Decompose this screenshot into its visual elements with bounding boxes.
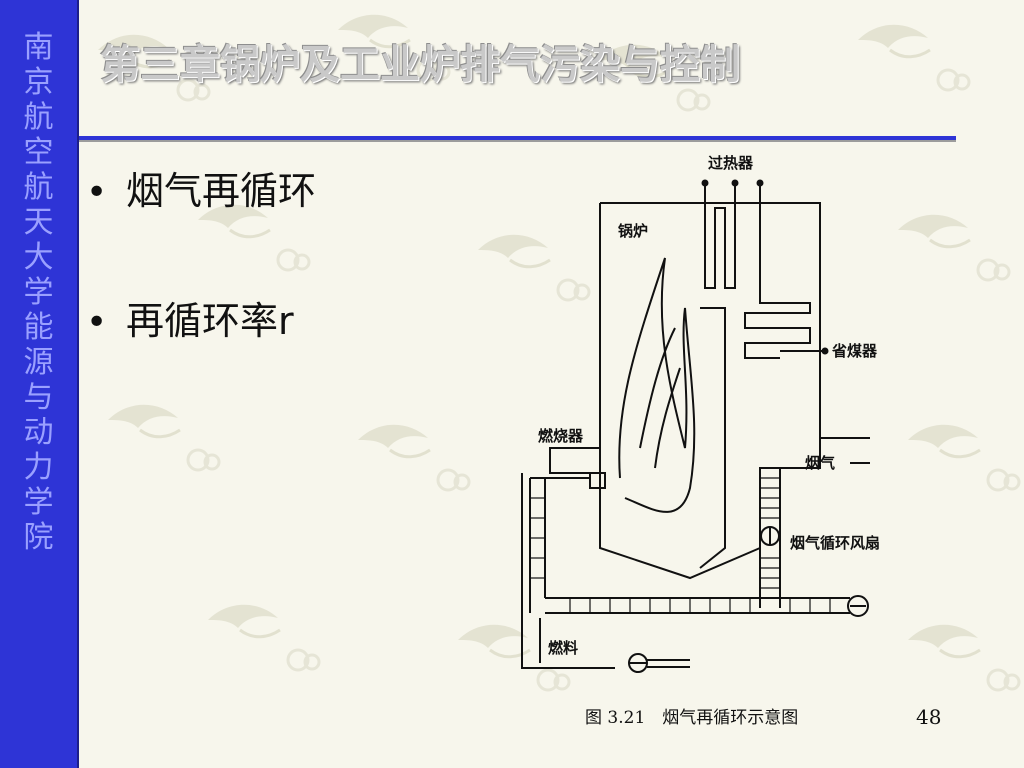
burner-body	[549, 447, 601, 474]
flame	[618, 257, 696, 513]
bullet-item: • 再循环率r	[86, 290, 316, 350]
figure-caption: 图 3.21 烟气再循环示意图	[585, 708, 799, 728]
recirc-fan	[760, 526, 780, 546]
bullet-dot-icon: •	[86, 172, 108, 213]
recirculation-diagram: 过热器 锅炉 省煤器 燃烧器 烟气 烟气循环风扇 燃料	[521, 154, 880, 673]
boiler-top	[600, 202, 821, 438]
fuel-pump	[628, 653, 648, 673]
page-number: 48	[916, 705, 942, 729]
institution-name: 南京航空航天大学能源与动力学院	[23, 30, 54, 555]
sidebar: 南京航空航天大学能源与动力学院	[0, 0, 79, 768]
label-fuel: 燃料	[548, 639, 578, 657]
bullet-suffix: r	[278, 299, 294, 343]
bullet-dot-icon: •	[86, 302, 108, 343]
label-flue-gas: 烟气	[805, 454, 835, 472]
air-fan	[847, 595, 869, 617]
bullet-list: • 烟气再循环 • 再循环率r	[86, 160, 316, 420]
label-recirc-fan: 烟气循环风扇	[790, 534, 880, 552]
bullet-text: 再循环率	[126, 299, 279, 343]
recirc-duct-vertical	[759, 468, 781, 608]
bullet-text: 烟气再循环	[126, 169, 317, 213]
label-superheater: 过热器	[708, 154, 754, 172]
air-duct-bottom	[545, 597, 850, 614]
bullet-item: • 烟气再循环	[86, 160, 316, 220]
label-boiler: 锅炉	[618, 222, 648, 240]
fuel-line	[521, 473, 615, 669]
label-burner: 燃烧器	[538, 427, 584, 445]
slide-title: 第三章锅炉及工业炉排气污染与控制	[100, 42, 740, 88]
superheater-coil	[704, 183, 736, 289]
label-economizer: 省煤器	[831, 342, 878, 360]
baffle	[699, 307, 726, 569]
title-divider	[79, 136, 956, 140]
title-divider-shadow	[79, 140, 956, 142]
